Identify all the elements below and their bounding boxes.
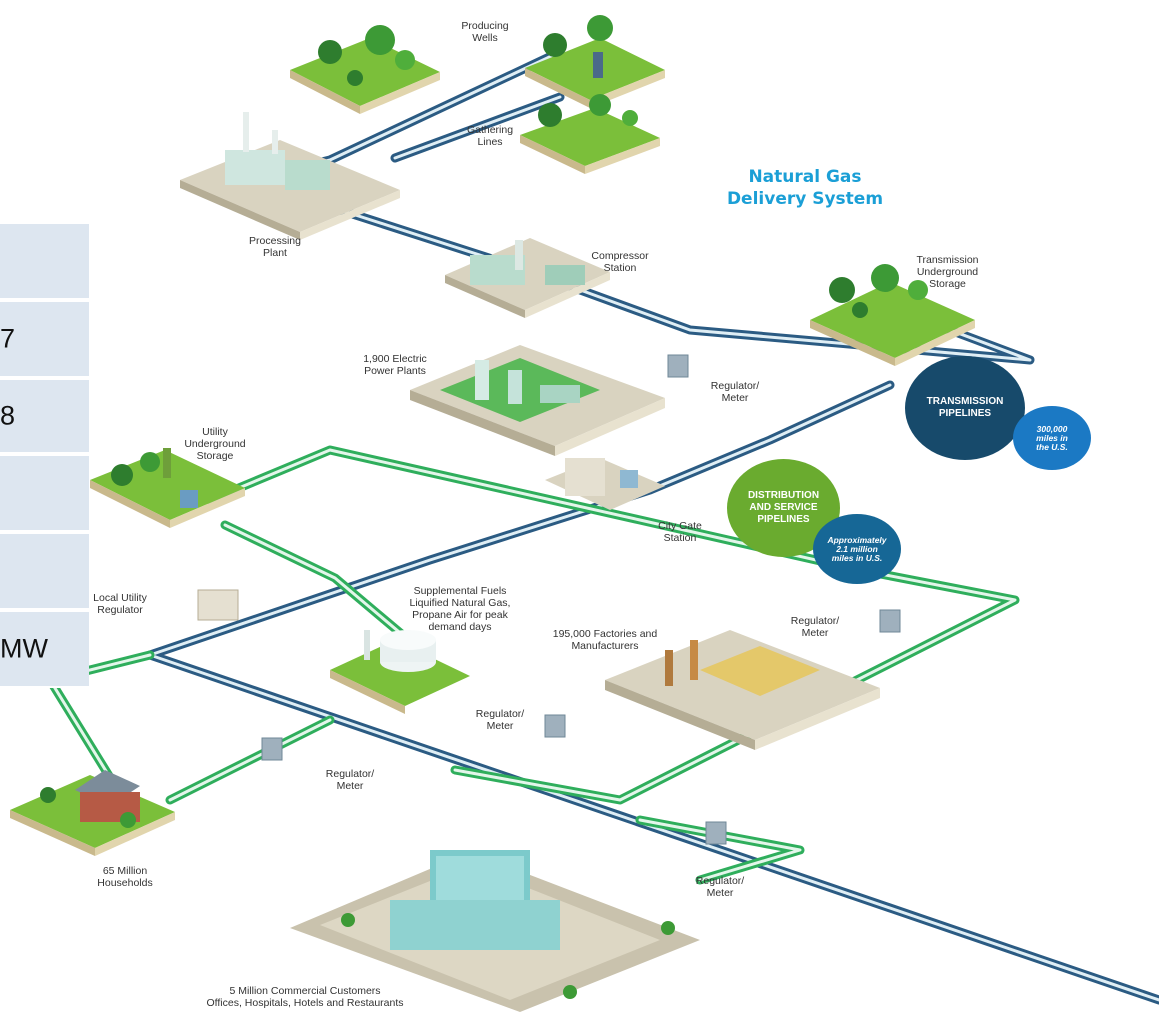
side-table-cell-5: [0, 532, 89, 610]
factories-label: 195,000 Factories and Manufacturers: [552, 628, 658, 652]
distribution-miles-bubble: Approximately 2.1 million miles in U.S.: [813, 514, 901, 584]
diagram-title: Natural Gas Delivery System: [690, 166, 920, 210]
side-table-cell-text-3: 8: [0, 400, 16, 431]
local-regulator-label: Local Utility Regulator: [93, 592, 147, 616]
gathering-lines-label: Gathering Lines: [466, 124, 514, 148]
side-table-cell-3: 8: [0, 378, 89, 454]
side-table-cell-text-6: MW: [0, 633, 48, 664]
title-line-1: Natural Gas: [748, 167, 862, 187]
households-label: 65 Million Households: [97, 865, 153, 889]
utility-storage-label: Utility Underground Storage: [184, 426, 246, 462]
transmission-pipelines-bubble: TRANSMISSION PIPELINES: [905, 356, 1025, 460]
power-plants-art: [410, 345, 665, 456]
side-table-cell-6: MW: [0, 610, 89, 688]
utility-storage-art: [90, 448, 245, 528]
regulator-meter-label-5: Regulator/ Meter: [695, 875, 745, 899]
factories-art: [605, 630, 880, 750]
regulator-meter-label-3: Regulator/ Meter: [475, 708, 525, 732]
power-plants-label: 1,900 Electric Power Plants: [363, 353, 427, 377]
meter-icons: [197, 354, 901, 845]
commercial-art: [290, 850, 700, 1012]
regulator-meter-label-2: Regulator/ Meter: [790, 615, 840, 639]
supplemental-fuels-art: [330, 630, 470, 714]
side-table-cell-2: 7: [0, 300, 89, 378]
processing-plant-label: Processing Plant: [249, 235, 301, 259]
compressor-station-art: [445, 238, 610, 318]
regulator-meter-label-4: Regulator/ Meter: [325, 768, 375, 792]
well-platform-upper-right: [525, 15, 665, 108]
households-art: [10, 770, 175, 856]
side-table-cell-4: [0, 454, 89, 532]
producing-wells-label: Producing Wells: [461, 20, 509, 44]
transmission-storage-label: Transmission Underground Storage: [916, 254, 979, 290]
regulator-meter-label-1: Regulator/ Meter: [710, 380, 760, 404]
well-platform-lower-right: [520, 94, 660, 174]
processing-plant-art: [180, 112, 400, 240]
city-gate-label: City Gate Station: [658, 520, 702, 544]
side-table-cell-1: [0, 222, 89, 300]
side-table-cell-text-2: 7: [0, 323, 16, 354]
transmission-storage-art: [810, 264, 975, 366]
transmission-miles-bubble: 300,000 miles in the U.S.: [1013, 406, 1091, 470]
well-platform-left: [290, 25, 440, 114]
city-gate-art: [545, 458, 665, 510]
supplemental-fuels-label: Supplemental Fuels Liquified Natural Gas…: [409, 585, 511, 633]
compressor-station-label: Compressor Station: [591, 250, 649, 274]
title-line-2: Delivery System: [726, 189, 884, 209]
commercial-customers-label: 5 Million Commercial Customers Offices, …: [206, 985, 404, 1009]
